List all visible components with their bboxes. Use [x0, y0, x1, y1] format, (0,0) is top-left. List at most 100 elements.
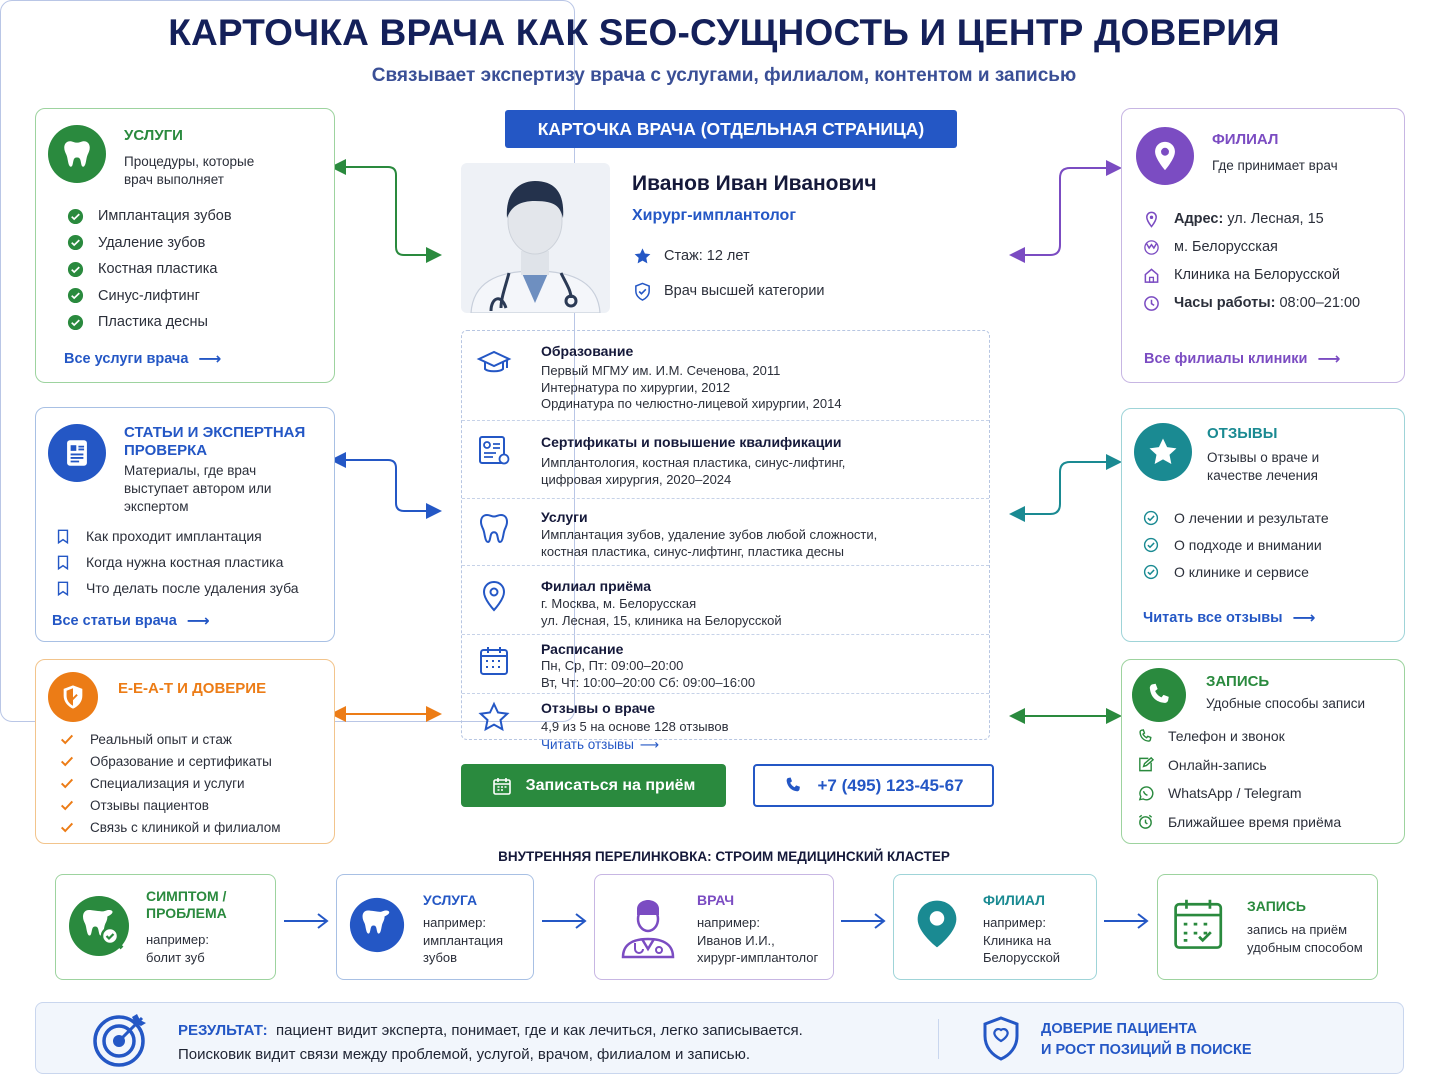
map-pin-icon	[1142, 210, 1160, 228]
link-label: Все статьи врача	[52, 613, 177, 629]
section-body: Имплантология, костная пластика, синус-л…	[541, 455, 846, 487]
all-services-link[interactable]: Все услуги врача⟶	[64, 349, 221, 369]
doctor-details	[461, 330, 990, 740]
online-form-icon	[1136, 756, 1154, 774]
doctor-icon	[621, 900, 675, 959]
list-item-label: Телефон и звонок	[1168, 728, 1285, 745]
cluster-step-service[interactable]: УСЛУГА например: имплантация зубов	[336, 874, 534, 980]
check-icon	[58, 730, 76, 748]
services-card: УСЛУГИ Процедуры, которые врач выполняет…	[35, 108, 335, 383]
check-circle-icon	[1142, 563, 1160, 581]
metro-value: м. Белорусская	[1174, 239, 1278, 255]
list-item[interactable]: Имплантация зубов	[66, 203, 232, 230]
list-item[interactable]: Удаление зубов	[66, 230, 232, 257]
building-icon	[1142, 266, 1160, 284]
shield-icon	[48, 672, 98, 722]
list-item[interactable]: О лечении и результате	[1142, 504, 1329, 531]
list-item[interactable]: Образование и сертификаты	[58, 750, 281, 772]
arrow-right-icon: ⟶	[186, 613, 210, 630]
list-item[interactable]: Что делать после удаления зуба	[54, 575, 299, 601]
page-subtitle: Связывает экспертизу врача с услугами, ф…	[371, 65, 1077, 86]
list-item[interactable]: Когда нужна костная пластика	[54, 549, 299, 575]
cluster-step-branch[interactable]: ФИЛИАЛ например: Клиника на Белорусской	[893, 874, 1097, 980]
section-title: Услуги	[541, 509, 588, 525]
all-branches-link[interactable]: Все филиалы клиники⟶	[1144, 349, 1340, 369]
tooth-outline-icon	[479, 513, 509, 544]
trust-line-2: И РОСТ ПОЗИЦИЙ В ПОИСКЕ	[1041, 1042, 1252, 1058]
cluster-step-symptom[interactable]: СИМПТОМ / ПРОБЛЕМА например: болит зуб	[55, 874, 276, 980]
list-item-label: Онлайн-запись	[1168, 756, 1267, 773]
list-item[interactable]: Ближайшее время приёма	[1136, 808, 1341, 837]
bookmark-icon	[54, 579, 72, 597]
list-item-label: Удаление зубов	[98, 234, 206, 251]
booking-heading: ЗАПИСЬ	[1206, 673, 1270, 690]
graduation-cap-icon	[476, 350, 512, 373]
all-articles-link[interactable]: Все статьи врача ⟶	[52, 611, 210, 631]
list-item-label: Ближайшее время приёма	[1168, 813, 1342, 830]
arrow-right-icon: ⟶	[639, 737, 660, 752]
whatsapp-icon	[1136, 784, 1154, 802]
step-heading: УСЛУГА	[423, 892, 478, 908]
section-body: г. Москва, м. Белорусская ул. Лесная, 15…	[541, 596, 782, 628]
list-item[interactable]: Клиника на Белорусской	[1142, 261, 1360, 289]
booking-list: Телефон и звонок Онлайн-запись WhatsApp …	[1136, 722, 1341, 836]
list-item[interactable]: м. Белорусская	[1142, 233, 1360, 261]
list-item[interactable]: Реальный опыт и стаж	[58, 728, 281, 750]
list-item[interactable]: Пластика десны	[66, 309, 232, 336]
hours-label: Часы работы:	[1174, 295, 1276, 311]
list-item-label: О подходе и внимании	[1174, 536, 1322, 553]
articles-description: Материалы, где врач выступает автором ил…	[124, 463, 272, 514]
list-item[interactable]: О подходе и внимании	[1142, 531, 1329, 558]
check-circle-icon	[66, 260, 84, 278]
reviews-card: ОТЗЫВЫ Отзывы о враче и качестве лечения…	[1121, 408, 1405, 642]
reviews-description: Отзывы о враче и качестве лечения	[1207, 450, 1320, 483]
list-item[interactable]: Костная пластика	[66, 256, 232, 283]
list-item[interactable]: Онлайн-запись	[1136, 751, 1341, 780]
section-education: Образование Первый МГМУ им. И.М. Сеченов…	[462, 336, 989, 420]
list-item[interactable]: Синус-лифтинг	[66, 283, 232, 310]
divider	[462, 634, 989, 635]
list-item-label: Связь с клиникой и филиалом	[90, 819, 281, 835]
section-body: Первый МГМУ им. И.М. Сеченова, 2011 Инте…	[541, 363, 842, 411]
arrow-right-icon	[1104, 913, 1149, 929]
list-item[interactable]: WhatsApp / Telegram	[1136, 779, 1341, 808]
list-item[interactable]: Адрес: ул. Лесная, 15	[1142, 205, 1360, 233]
list-item-label: Пластика десны	[98, 314, 208, 331]
divider	[938, 1019, 939, 1059]
result-line-1: пациент видит эксперта, понимает, где и …	[276, 1022, 803, 1039]
location-pin-icon	[482, 580, 506, 612]
certificate-icon	[479, 436, 510, 465]
book-appointment-button[interactable]: Записаться на приём	[461, 764, 726, 807]
list-item-label: О лечении и результате	[1174, 509, 1329, 526]
branch-description: Где принимает врач	[1212, 158, 1338, 173]
phone-button[interactable]: +7 (495) 123-45-67	[753, 764, 994, 807]
doctor-name: Иванов Иван Иванович	[632, 172, 877, 195]
cluster-step-doctor[interactable]: ВРАЧ например: Иванов И.И., хирург-импла…	[594, 874, 834, 980]
alarm-clock-icon	[1136, 813, 1154, 831]
all-reviews-link[interactable]: Читать все отзывы ⟶	[1143, 608, 1315, 628]
section-schedule: Расписание Пн, Ср, Пт: 09:00–20:00 Вт, Ч…	[462, 635, 989, 693]
articles-list: Как проходит имплантация Когда нужна кос…	[54, 523, 299, 601]
list-item[interactable]: Часы работы: 08:00–21:00	[1142, 289, 1360, 317]
list-item[interactable]: Специализация и услуги	[58, 772, 281, 794]
section-reviews: Отзывы о враче 4,9 из 5 на основе 128 от…	[462, 694, 989, 740]
list-item[interactable]: Отзывы пациентов	[58, 794, 281, 816]
branch-card: ФИЛИАЛ Где принимает врач Адрес: ул. Лес…	[1121, 108, 1405, 383]
read-reviews-link[interactable]: Читать отзывы⟶	[541, 737, 659, 753]
link-label: Читать все отзывы	[1143, 610, 1283, 626]
list-item[interactable]: Связь с клиникой и филиалом	[58, 816, 281, 838]
star-icon	[1134, 423, 1192, 481]
articles-card: СТАТЬИ И ЭКСПЕРТНАЯ ПРОВЕРКА Материалы, …	[35, 407, 335, 642]
arrow-right-icon: ⟶	[1292, 610, 1316, 627]
target-icon	[93, 1014, 146, 1067]
list-item[interactable]: Телефон и звонок	[1136, 722, 1341, 751]
link-label: Все филиалы клиники	[1144, 351, 1308, 367]
check-icon	[58, 752, 76, 770]
list-item[interactable]: Как проходит имплантация	[54, 523, 299, 549]
calendar-icon	[480, 647, 508, 675]
list-item[interactable]: О клинике и сервисе	[1142, 558, 1329, 585]
list-item-label: О клинике и сервисе	[1174, 563, 1309, 580]
cluster-step-booking[interactable]: ЗАПИСЬ запись на приём удобным способом	[1157, 874, 1378, 980]
booking-card: ЗАПИСЬ Удобные способы записи Телефон и …	[1121, 659, 1405, 844]
page-title: КАРТОЧКА ВРАЧА КАК SEO-СУЩНОСТЬ И ЦЕНТР …	[168, 12, 1280, 53]
